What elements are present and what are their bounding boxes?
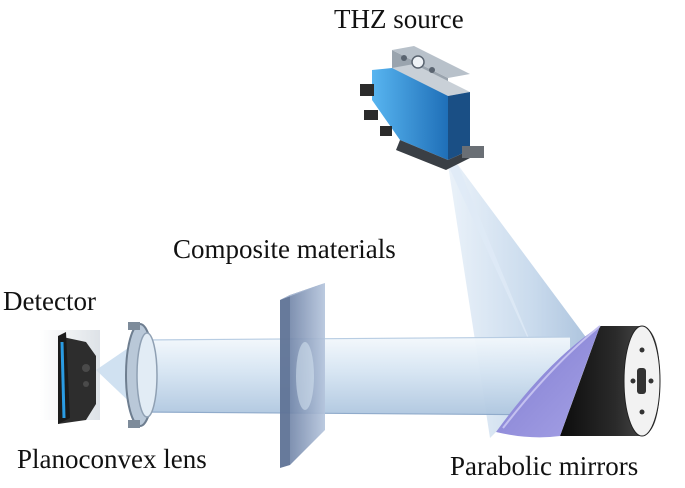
composite-materials-label: Composite materials [173,234,396,264]
detector-label: Detector [3,286,96,316]
parabolic-mirror [496,325,661,438]
collimated-beam [134,336,571,416]
parabolic-mirrors-label: Parabolic mirrors [450,451,639,481]
thz-source [360,46,484,170]
thz-source-label: THZ source [334,4,464,34]
planoconvex-lens [125,322,158,428]
planoconvex-lens-label: Planoconvex lens [17,444,207,474]
detector [40,330,100,424]
composite-material-plate [280,283,325,468]
